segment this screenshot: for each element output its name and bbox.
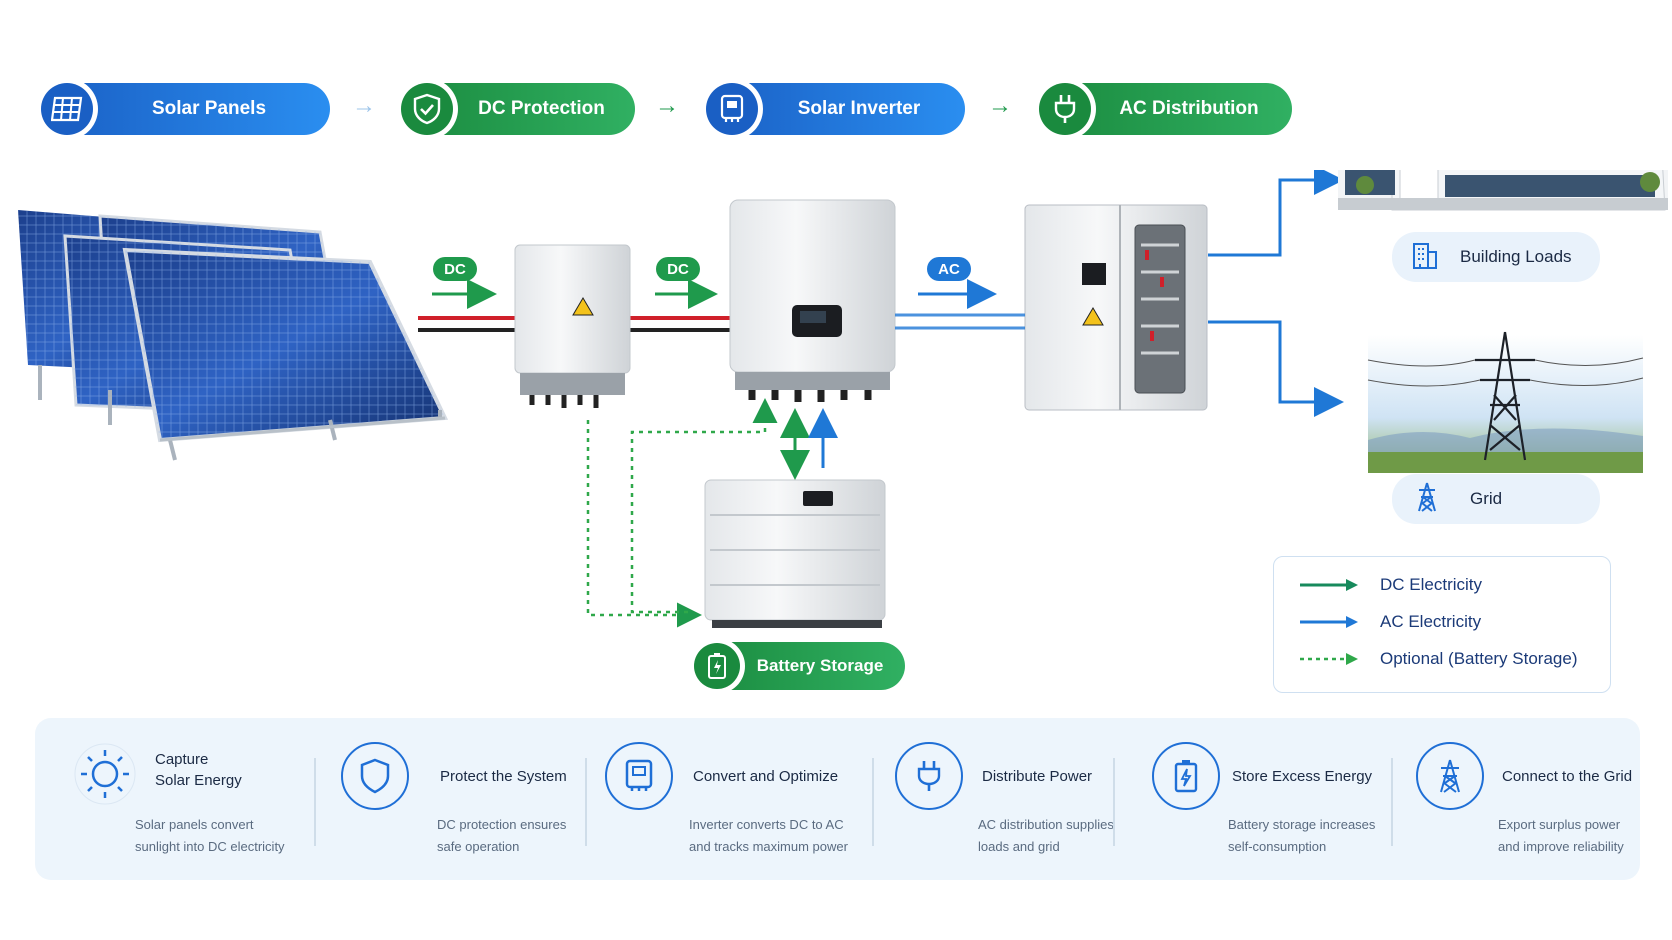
legend-item-optional: Optional (Battery Storage) bbox=[1298, 649, 1577, 669]
step-distribute-power: Distribute Power AC distribution supplie… bbox=[895, 718, 1135, 880]
step-description: Solar panels convert sunlight into DC el… bbox=[135, 817, 285, 854]
process-steps-strip: Capture Solar Energy Solar panels conver… bbox=[35, 718, 1640, 880]
legend-item-ac: AC Electricity bbox=[1298, 612, 1481, 632]
step-protect-the-system: Protect the System DC protection ensures… bbox=[335, 718, 595, 880]
divider bbox=[585, 758, 587, 846]
step-pill-dc-protection: DC Protection bbox=[396, 78, 635, 140]
divider bbox=[1391, 758, 1393, 846]
step-pill-solar-panels: Solar Panels bbox=[36, 78, 330, 140]
step-convert-and-optimize: Convert and Optimize Inverter converts D… bbox=[605, 718, 875, 880]
step-title: Distribute Power bbox=[982, 768, 1093, 785]
dc-protection-box bbox=[514, 244, 631, 408]
legend: DC Electricity AC Electricity Optional (… bbox=[1273, 556, 1611, 693]
battery-icon bbox=[1152, 742, 1220, 810]
transmission-tower-illustration bbox=[1367, 331, 1644, 473]
legend-label: AC Electricity bbox=[1380, 612, 1482, 631]
step-store-excess-energy: Store Excess Energy Battery storage incr… bbox=[1152, 718, 1407, 880]
step-title: Capture Solar Energy bbox=[155, 751, 242, 789]
dc-tag: DC bbox=[433, 257, 477, 281]
flow-arrow: → bbox=[655, 92, 679, 119]
legend-label: DC Electricity bbox=[1380, 575, 1483, 594]
step-pill-label: Solar Panels bbox=[151, 98, 267, 119]
ac-distribution-cabinet bbox=[1024, 204, 1208, 411]
step-title: Convert and Optimize bbox=[693, 768, 839, 785]
plug-icon bbox=[1039, 83, 1091, 135]
flow-arrow: → bbox=[352, 92, 376, 119]
inverter-icon bbox=[605, 742, 673, 810]
solar-inverter-device bbox=[729, 199, 896, 402]
legend-item-dc: DC Electricity bbox=[1298, 575, 1482, 595]
inverter-icon bbox=[706, 83, 758, 135]
divider bbox=[872, 758, 874, 846]
step-description: DC protection ensures safe operation bbox=[437, 817, 567, 854]
transmission-tower-icon bbox=[1416, 742, 1484, 810]
solar-panel-array bbox=[18, 210, 449, 461]
building-loads-label: Building Loads bbox=[1460, 247, 1572, 266]
building-icon bbox=[1410, 240, 1440, 275]
battery-icon bbox=[694, 643, 740, 689]
battery-storage-label: Battery Storage bbox=[756, 656, 884, 675]
battery-storage-pill: Battery Storage bbox=[689, 638, 905, 694]
step-pill-label: AC Distribution bbox=[1119, 98, 1259, 119]
legend-label: Optional (Battery Storage) bbox=[1380, 649, 1578, 668]
shield-icon bbox=[341, 742, 409, 810]
battery-storage-unit bbox=[704, 479, 886, 628]
divider bbox=[314, 758, 316, 846]
dc-tag: DC bbox=[656, 257, 700, 281]
divider bbox=[1113, 758, 1115, 846]
step-description: Inverter converts DC to AC and tracks ma… bbox=[689, 817, 848, 854]
step-title: Connect to the Grid bbox=[1502, 768, 1633, 785]
step-pill-label: Solar Inverter bbox=[797, 98, 921, 119]
step-connect-to-the-grid: Connect to the Grid Export surplus power… bbox=[1416, 718, 1640, 880]
step-description: Export surplus power and improve reliabi… bbox=[1498, 817, 1624, 854]
building-illustration bbox=[1338, 170, 1668, 211]
solar-panel-icon bbox=[41, 83, 93, 135]
step-title: Store Excess Energy bbox=[1232, 768, 1373, 785]
step-title: Protect the System bbox=[440, 768, 567, 785]
transmission-tower-icon bbox=[1414, 481, 1440, 518]
ac-tag: AC bbox=[927, 257, 971, 281]
flow-arrow: → bbox=[988, 92, 1012, 119]
building-loads-card: Building Loads bbox=[1392, 232, 1600, 282]
step-capture-solar-energy: Capture Solar Energy Solar panels conver… bbox=[35, 718, 315, 880]
step-description: AC distribution supplies loads and grid bbox=[978, 817, 1114, 854]
grid-card: Grid bbox=[1392, 474, 1600, 524]
system-diagram bbox=[18, 170, 1668, 628]
sun-icon bbox=[73, 742, 137, 806]
grid-label: Grid bbox=[1470, 489, 1503, 508]
step-pill-ac-distribution: AC Distribution bbox=[1034, 78, 1292, 140]
step-pill-solar-inverter: Solar Inverter bbox=[701, 78, 965, 140]
plug-icon bbox=[895, 742, 963, 810]
step-pill-label: DC Protection bbox=[478, 98, 605, 119]
shield-check-icon bbox=[401, 83, 453, 135]
step-description: Battery storage increases self-consumpti… bbox=[1228, 817, 1376, 854]
